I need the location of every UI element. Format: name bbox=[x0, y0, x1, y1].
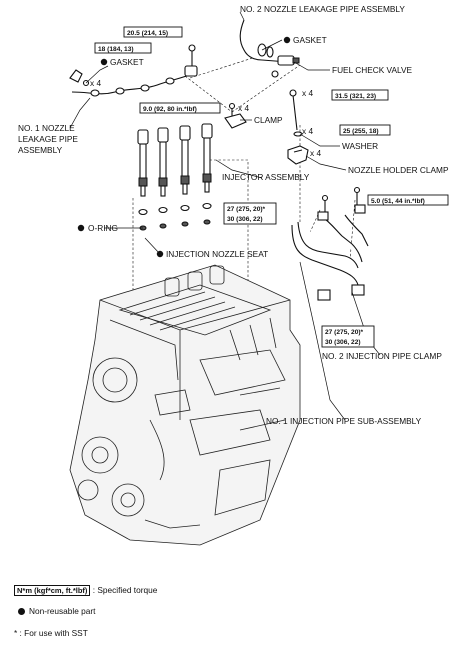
callout-injection-pipe-clamp2: NO. 2 INJECTION PIPE CLAMP bbox=[322, 351, 442, 361]
callout-injection-nozzle-seat: INJECTION NOZZLE SEAT bbox=[166, 249, 268, 259]
callout-nozzle1-line2: LEAKAGE PIPE bbox=[18, 134, 78, 144]
nonreusable-marker-gasket-left bbox=[100, 58, 108, 66]
callout-washer: WASHER bbox=[342, 141, 378, 151]
callout-nozzle1-line3: ASSEMBLY bbox=[18, 145, 63, 155]
legend-nonreusable-text: Non-reusable part bbox=[29, 606, 96, 616]
nonreusable-marker-nozzle-seat bbox=[156, 250, 164, 258]
callout-nozzle-holder-clamp: NOZZLE HOLDER CLAMP bbox=[348, 165, 449, 175]
torque-spec-1: 20.5 (214, 15) bbox=[123, 26, 183, 38]
callout-o-ring: O-RING bbox=[88, 223, 118, 233]
callout-clamp: CLAMP bbox=[254, 115, 283, 125]
svg-text:25 (255, 18): 25 (255, 18) bbox=[343, 128, 379, 135]
quantity-clamp-bolt: x 4 bbox=[238, 103, 249, 113]
torque-spec-6: 5.0 (51, 44 in.*lbf) bbox=[367, 194, 449, 206]
callout-injector-assembly: INJECTOR ASSEMBLY bbox=[222, 172, 310, 182]
svg-text:5.0 (51, 44 in.*lbf): 5.0 (51, 44 in.*lbf) bbox=[371, 198, 425, 205]
torque-spec-4: 9.0 (92, 80 in.*lbf) bbox=[139, 102, 221, 114]
legend-torque: N*m (kgf*cm, ft.*lbf) : Specified torque bbox=[14, 585, 157, 596]
nozzle-bolt-drawing bbox=[289, 89, 303, 137]
legend-sst: * : For use with SST bbox=[14, 628, 88, 638]
o-rings-and-seats-drawing bbox=[138, 202, 212, 231]
callout-gasket-right: GASKET bbox=[293, 35, 327, 45]
nonreusable-marker-o-ring bbox=[77, 224, 85, 232]
torque-spec-2: 18 (184, 13) bbox=[94, 42, 152, 54]
legend-nonreusable: Non-reusable part bbox=[18, 606, 95, 616]
nozzle-holder-clamp-drawing bbox=[287, 145, 309, 165]
torque-spec-7: 27 (275, 20)* 30 (306, 22) bbox=[223, 202, 277, 225]
quantity-nozzle-holder-clamp: x 4 bbox=[310, 148, 321, 158]
torque-spec-5: 25 (255, 18) bbox=[339, 124, 391, 136]
callout-gasket-left: GASKET bbox=[110, 57, 144, 67]
legend-torque-text: : Specified torque bbox=[92, 585, 158, 595]
svg-text:31.5 (321, 23): 31.5 (321, 23) bbox=[335, 93, 376, 100]
engine-block-drawing bbox=[69, 264, 301, 546]
svg-text:27 (275, 20)*: 27 (275, 20)* bbox=[325, 329, 364, 336]
legend-sst-text: * : For use with SST bbox=[14, 628, 88, 638]
quantity-gasket-left: x 4 bbox=[90, 78, 101, 88]
nonreusable-marker-gasket-right bbox=[283, 36, 291, 44]
injector-assemblies-drawing bbox=[137, 123, 213, 197]
svg-text:20.5 (214, 15): 20.5 (214, 15) bbox=[127, 30, 168, 37]
nonreusable-dot-icon bbox=[18, 608, 25, 616]
torque-spec-8: 27 (275, 20)* 30 (306, 22) bbox=[321, 325, 375, 348]
callout-nozzle1-line1: NO. 1 NOZZLE bbox=[18, 123, 75, 133]
svg-text:30 (306, 22): 30 (306, 22) bbox=[227, 216, 263, 223]
svg-text:9.0 (92, 80 in.*lbf): 9.0 (92, 80 in.*lbf) bbox=[143, 106, 197, 113]
callout-injection-pipe1: NO. 1 INJECTION PIPE SUB-ASSEMBLY bbox=[266, 416, 422, 426]
torque-spec-3: 31.5 (321, 23) bbox=[331, 89, 389, 101]
callout-fuel-check-valve: FUEL CHECK VALVE bbox=[332, 65, 413, 75]
clamp-drawing bbox=[224, 102, 247, 129]
quantity-nozzle-bolt: x 4 bbox=[302, 88, 313, 98]
svg-text:18 (184, 13): 18 (184, 13) bbox=[98, 46, 134, 53]
callout-nozzle2-leakage-pipe: NO. 2 NOZZLE LEAKAGE PIPE ASSEMBLY bbox=[240, 4, 405, 14]
nozzle1-leakage-pipe-drawing bbox=[69, 44, 198, 97]
quantity-washer: x 4 bbox=[302, 126, 313, 136]
svg-text:30 (306, 22): 30 (306, 22) bbox=[325, 339, 361, 346]
leader-lines bbox=[69, 11, 381, 421]
nozzle2-leakage-pipe-drawing bbox=[239, 19, 300, 78]
legend-torque-box: N*m (kgf*cm, ft.*lbf) bbox=[14, 585, 91, 596]
injection-pipes-drawing bbox=[291, 186, 369, 301]
svg-text:27 (275, 20)*: 27 (275, 20)* bbox=[227, 206, 266, 213]
